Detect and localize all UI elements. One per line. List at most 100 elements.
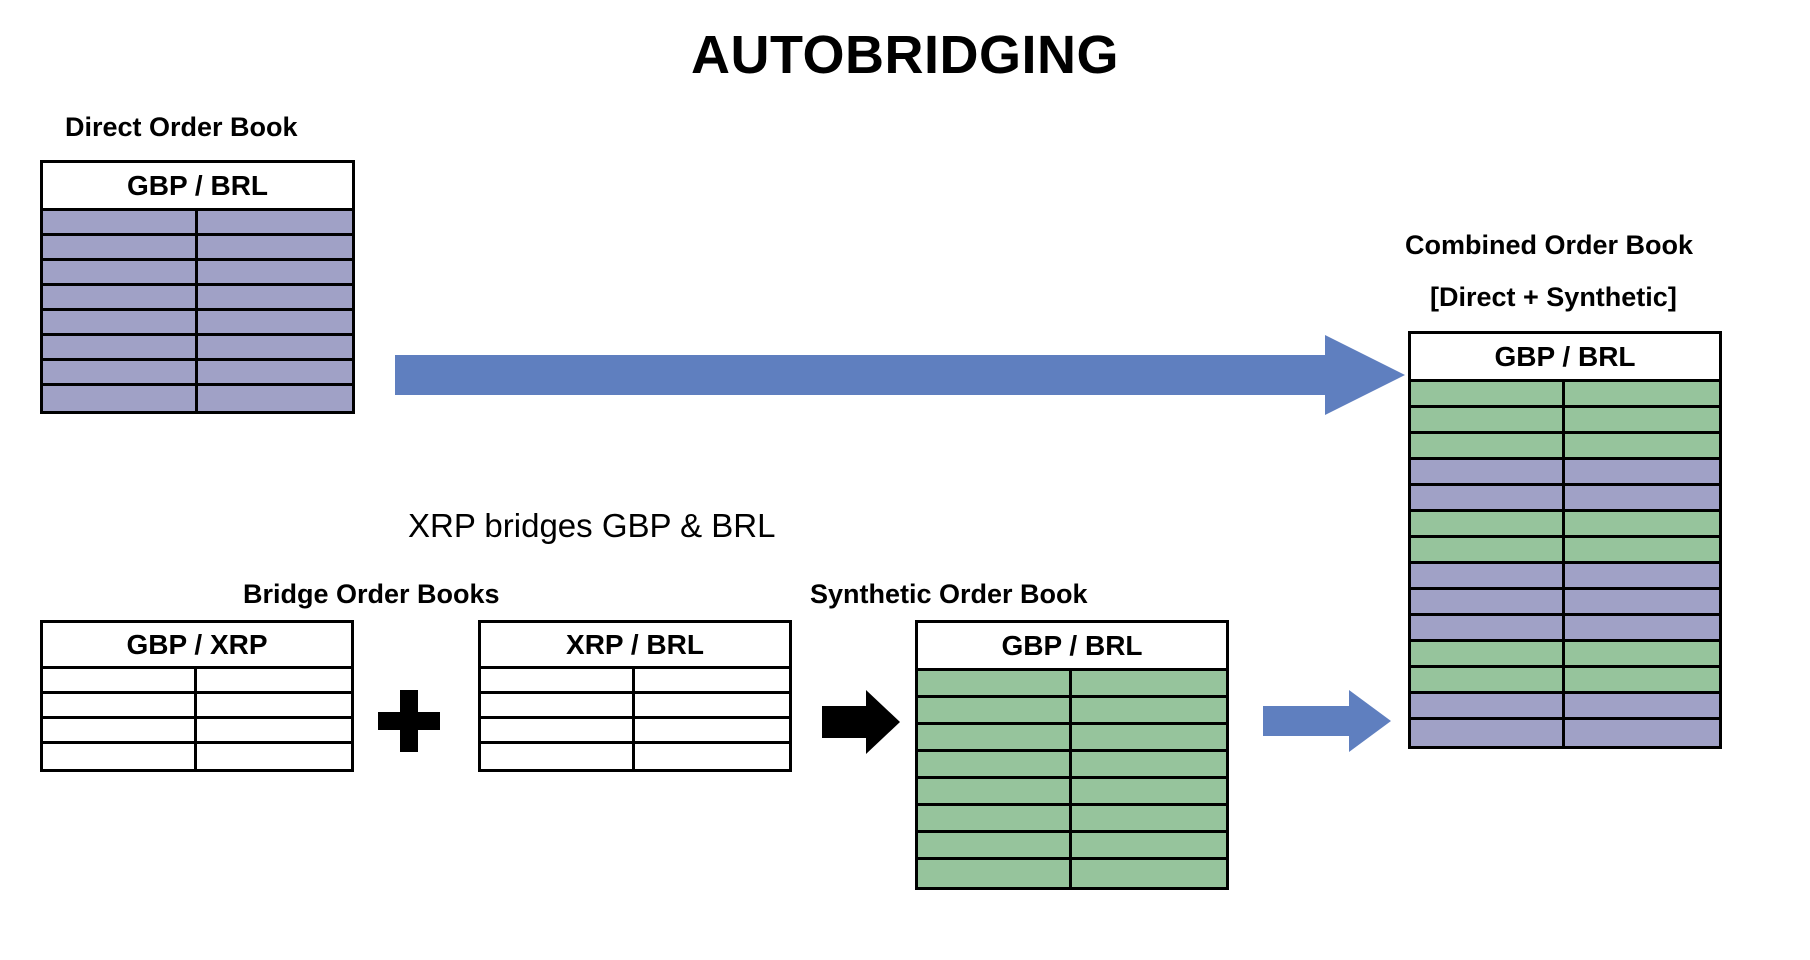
synthetic-order-book-header: GBP / BRL (918, 623, 1226, 671)
order-book-cell (481, 719, 635, 741)
order-book-cell (197, 744, 351, 769)
order-book-row (43, 669, 351, 694)
order-book-cell (1565, 460, 1719, 483)
page-title: AUTOBRIDGING (690, 25, 1119, 85)
order-book-cell (1565, 642, 1719, 665)
order-book-cell (1565, 668, 1719, 691)
order-book-row (481, 744, 789, 769)
order-book-row (43, 361, 352, 386)
order-book-cell (635, 669, 789, 691)
order-book-cell (197, 336, 352, 358)
combined-order-book-rows (1411, 382, 1719, 746)
order-book-cell (43, 694, 197, 716)
order-book-cell (43, 261, 198, 283)
combined-order-book-sublabel: [Direct + Synthetic] (1430, 282, 1677, 312)
order-book-cell (43, 286, 198, 308)
direct-order-book-header: GBP / BRL (43, 163, 352, 211)
order-book-cell (1565, 486, 1719, 509)
order-book-row (1411, 668, 1719, 694)
order-book-cell (197, 236, 352, 258)
bridge-order-book-xrp-brl-header: XRP / BRL (481, 623, 789, 669)
combined-order-book-label: Combined Order Book (1405, 230, 1694, 260)
order-book-row (481, 669, 789, 694)
order-book-cell (43, 719, 197, 741)
order-book-row (1411, 720, 1719, 746)
order-book-row (918, 671, 1226, 698)
order-book-row (43, 694, 351, 719)
order-book-row (43, 236, 352, 261)
order-book-cell (197, 361, 352, 383)
bridge-order-book-xrp-brl-table: XRP / BRL (478, 620, 792, 772)
order-book-row (1411, 564, 1719, 590)
order-book-row (1411, 642, 1719, 668)
direct-order-book-table: GBP / BRL (40, 160, 355, 414)
order-book-row (1411, 486, 1719, 512)
order-book-cell (43, 744, 197, 769)
order-book-row (43, 286, 352, 311)
order-book-cell (635, 694, 789, 716)
order-book-cell (197, 719, 351, 741)
order-book-cell (918, 752, 1072, 776)
synthetic-order-book-table: GBP / BRL (915, 620, 1229, 890)
order-book-row (1411, 460, 1719, 486)
order-book-row (43, 744, 351, 769)
order-book-cell (1411, 694, 1565, 717)
order-book-cell (43, 236, 198, 258)
order-book-cell (1565, 694, 1719, 717)
order-book-cell (1565, 538, 1719, 561)
synthetic-order-book-label: Synthetic Order Book (810, 579, 1088, 609)
plus-icon (378, 690, 440, 752)
order-book-cell (1565, 408, 1719, 431)
order-book-row (43, 311, 352, 336)
order-book-cell (43, 211, 198, 233)
order-book-cell (1072, 833, 1226, 857)
order-book-cell (635, 719, 789, 741)
order-book-row (43, 261, 352, 286)
order-book-cell (1411, 590, 1565, 613)
order-book-row (1411, 408, 1719, 434)
order-book-row (918, 833, 1226, 860)
order-book-cell (918, 860, 1072, 887)
order-book-cell (918, 806, 1072, 830)
order-book-row (1411, 694, 1719, 720)
order-book-row (1411, 382, 1719, 408)
bridge-order-book-gbp-xrp-header: GBP / XRP (43, 623, 351, 669)
order-book-cell (1565, 512, 1719, 535)
order-book-row (918, 806, 1226, 833)
order-book-row (918, 779, 1226, 806)
order-book-cell (918, 671, 1072, 695)
combined-order-book-table: GBP / BRL (1408, 331, 1722, 749)
order-book-row (918, 860, 1226, 887)
order-book-cell (1565, 720, 1719, 746)
order-book-cell (1072, 725, 1226, 749)
order-book-cell (197, 311, 352, 333)
order-book-cell (1411, 616, 1565, 639)
order-book-cell (197, 694, 351, 716)
order-book-cell (1072, 779, 1226, 803)
bridge-order-book-xrp-brl-rows (481, 669, 789, 769)
arrow-synthetic-to-combined (1263, 690, 1391, 752)
order-book-cell (635, 744, 789, 769)
order-book-cell (197, 386, 352, 411)
order-book-cell (1565, 382, 1719, 405)
order-book-cell (1565, 590, 1719, 613)
order-book-row (43, 719, 351, 744)
order-book-cell (918, 725, 1072, 749)
order-book-row (43, 211, 352, 236)
order-book-cell (481, 669, 635, 691)
bridge-statement-label: XRP bridges GBP & BRL (408, 507, 776, 544)
order-book-cell (43, 386, 198, 411)
order-book-cell (1072, 698, 1226, 722)
order-book-cell (1411, 382, 1565, 405)
bridge-order-books-label: Bridge Order Books (243, 579, 500, 609)
order-book-cell (481, 694, 635, 716)
order-book-cell (1072, 752, 1226, 776)
direct-order-book-label: Direct Order Book (65, 112, 298, 142)
order-book-cell (1411, 720, 1565, 746)
order-book-cell (1411, 512, 1565, 535)
order-book-cell (1072, 806, 1226, 830)
order-book-cell (918, 833, 1072, 857)
order-book-cell (1411, 642, 1565, 665)
order-book-row (481, 719, 789, 744)
